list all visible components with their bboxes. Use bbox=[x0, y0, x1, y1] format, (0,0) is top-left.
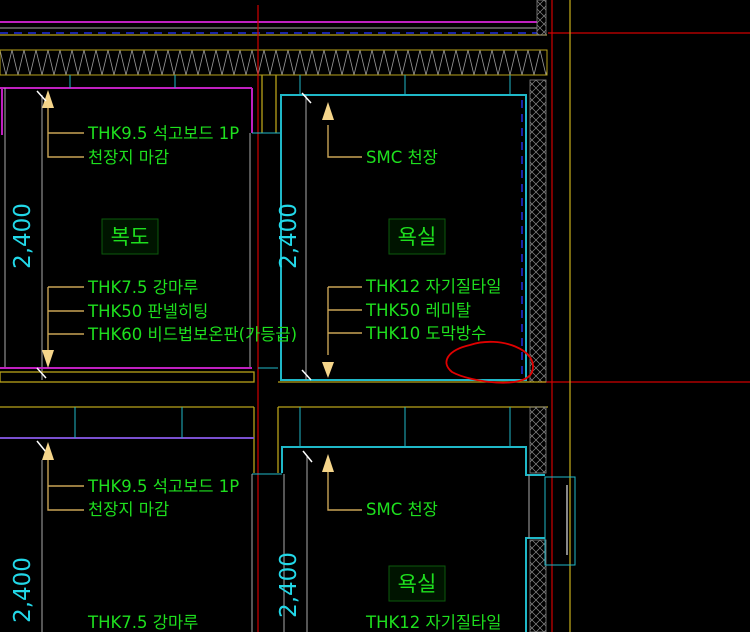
grid-lines bbox=[257, 0, 750, 632]
corridor-ceiling-note-2: 천장지 마감 bbox=[88, 148, 169, 167]
red-markup-circle bbox=[445, 340, 534, 384]
lower-corridor-ceiling-note-2: 천장지 마감 bbox=[88, 500, 169, 519]
bathroom-room-name: 욕실 bbox=[398, 225, 437, 249]
lower-bathroom-floor-note-partial: THK12 자기질타일 bbox=[365, 613, 501, 632]
top-slab bbox=[0, 0, 547, 36]
leaders-upper bbox=[36, 90, 362, 381]
corridor-ceiling-note-1: THK9.5 석고보드 1P bbox=[87, 124, 239, 143]
lower-corridor-floor-note-partial: THK7.5 강마루 bbox=[87, 613, 198, 632]
window bbox=[544, 476, 576, 566]
corridor-floor-note-2: THK50 판넬히팅 bbox=[87, 302, 208, 321]
bathroom-floor-note-3: THK10 도막방수 bbox=[365, 324, 486, 343]
corridor-floor-note-1: THK7.5 강마루 bbox=[87, 278, 198, 297]
lower-corridor-ceiling-note-1: THK9.5 석고보드 1P bbox=[87, 477, 239, 496]
bathroom-ceiling-note: SMC 천장 bbox=[366, 148, 438, 167]
corridor-room-box bbox=[101, 218, 159, 255]
bathroom-room-box bbox=[388, 218, 446, 255]
upper-corridor bbox=[0, 75, 280, 383]
lower-bathroom-room-name: 욕실 bbox=[398, 572, 437, 596]
bathroom-height-dim: 2,400 bbox=[276, 203, 302, 269]
lower-bathroom-height-dim: 2,400 bbox=[276, 552, 302, 618]
lower-section bbox=[0, 406, 576, 632]
bathroom-floor-note-1: THK12 자기질타일 bbox=[365, 277, 501, 296]
corridor-height-dim: 2,400 bbox=[10, 203, 36, 269]
lower-bathroom-room-box bbox=[388, 565, 446, 602]
corridor-floor-note-3: THK60 비드법보온판(가등급) bbox=[87, 325, 297, 344]
lower-bathroom-ceiling-note: SMC 천장 bbox=[366, 500, 438, 519]
bathroom-floor-note-2: THK50 레미탈 bbox=[365, 301, 471, 320]
corridor-room-name: 복도 bbox=[111, 225, 150, 249]
insulation-band bbox=[0, 49, 548, 76]
lower-corridor-height-dim: 2,400 bbox=[10, 557, 36, 623]
